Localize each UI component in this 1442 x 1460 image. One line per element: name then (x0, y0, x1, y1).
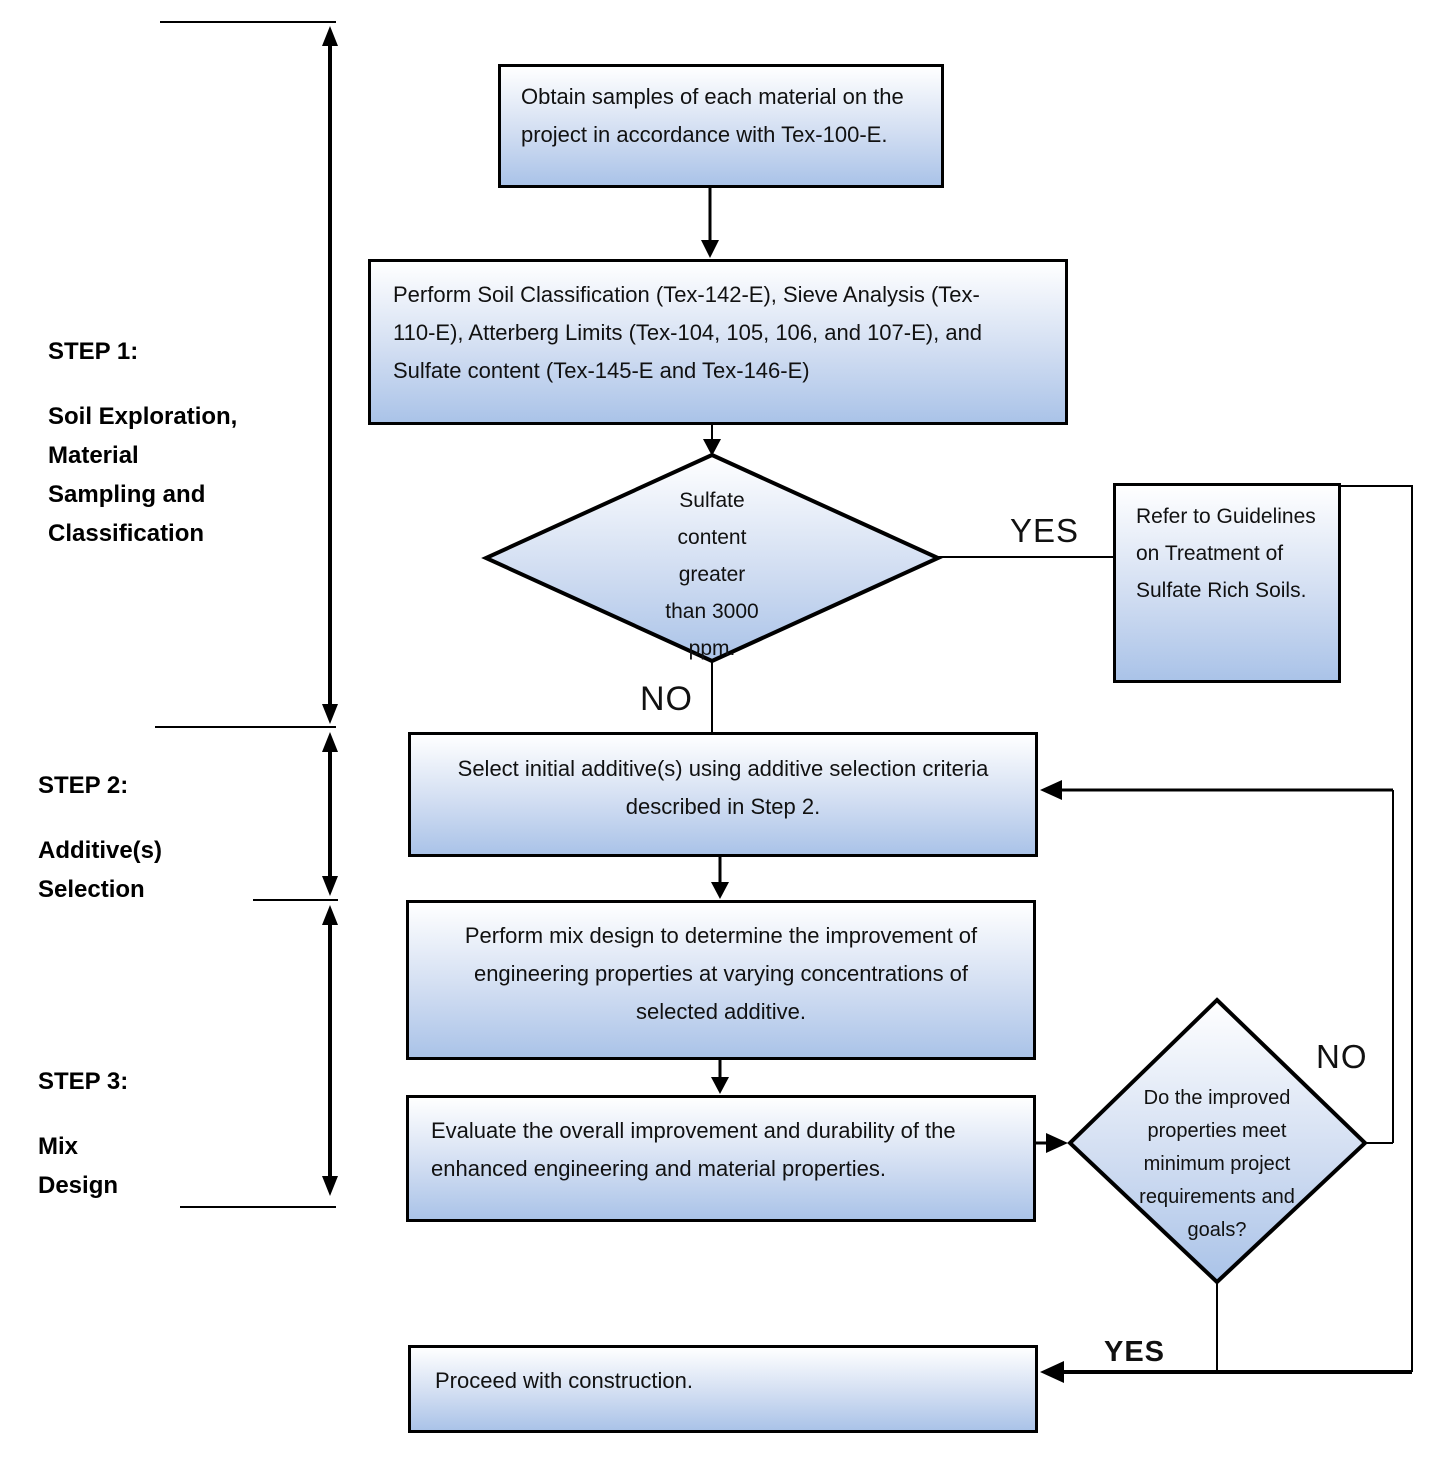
arrow-into-proceed (1040, 1361, 1412, 1383)
label-properties-yes: YES (1104, 1336, 1166, 1368)
spacer (38, 805, 162, 831)
label-sulfate-no: NO (640, 680, 693, 718)
node-perform-mix-design: Perform mix design to determine the impr… (406, 900, 1036, 1060)
node-proceed-construction: Proceed with construction. (408, 1345, 1038, 1433)
step-1-title: STEP 1: (48, 338, 139, 365)
step-1-line: Classification (48, 520, 205, 547)
arrow-mix-to-evaluate (711, 1060, 729, 1094)
arrow-select-to-mix (711, 857, 729, 899)
step-2-title: STEP 2: (38, 772, 129, 799)
step-1-line: Material (48, 442, 139, 469)
node-obtain-samples: Obtain samples of each material on the p… (498, 64, 944, 188)
step-3-line: Mix (38, 1133, 79, 1160)
spacer (48, 371, 237, 397)
label-properties-no: NO (1316, 1038, 1368, 1075)
step-3-label: STEP 3: Mix Design (38, 1062, 128, 1205)
step-1-label: STEP 1: Soil Exploration, Material Sampl… (48, 332, 237, 553)
line-refer-to-proceed-rail (1340, 485, 1413, 1372)
step-2-line: Additive(s) (38, 837, 163, 864)
node-refer-guidelines: Refer to Guidelines on Treatment of Sulf… (1113, 483, 1341, 683)
arrow-obtain-to-classify (701, 188, 719, 258)
properties-decision-diamond (1067, 997, 1368, 1285)
step-1-line: Sampling and (48, 481, 206, 508)
step-1-line: Soil Exploration, (48, 403, 238, 430)
sulfate-decision-text: Sulfate content greater than 3000 ppm. (665, 489, 759, 660)
properties-decision-text: Do the improved properties meet minimum … (1139, 1087, 1295, 1241)
arrow-properties-no-loop (1040, 780, 1394, 1144)
node-evaluate-improvement: Evaluate the overall improvement and dur… (406, 1095, 1036, 1222)
step-2-line: Selection (38, 876, 145, 903)
step-3-title: STEP 3: (38, 1068, 129, 1095)
label-sulfate-yes: YES (1010, 512, 1080, 549)
node-select-additives: Select initial additive(s) using additiv… (408, 732, 1038, 857)
step-2-label: STEP 2: Additive(s) Selection (38, 766, 162, 909)
arrow-evaluate-to-properties-decision (1036, 1133, 1068, 1153)
node-perform-classification: Perform Soil Classification (Tex-142-E),… (368, 259, 1068, 425)
arrow-classify-to-sulfate-decision (703, 425, 721, 456)
step-brackets (155, 21, 338, 1208)
spacer (38, 1101, 128, 1127)
step-3-line: Design (38, 1172, 119, 1199)
